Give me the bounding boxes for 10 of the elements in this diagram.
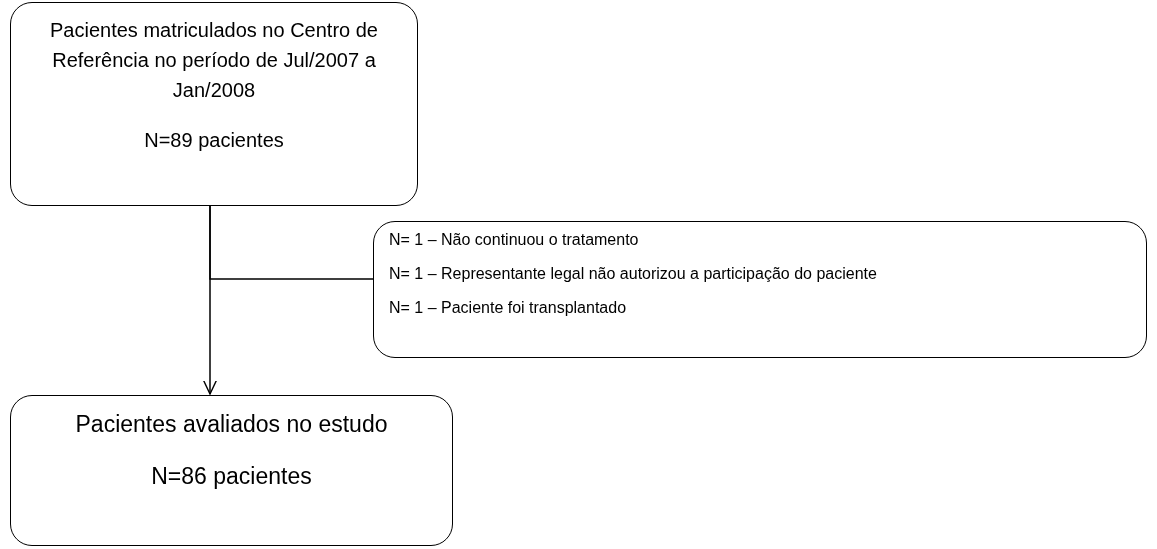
box-text: N=86 pacientes bbox=[151, 462, 312, 491]
rounded-box bbox=[10, 395, 453, 546]
rounded-box bbox=[373, 221, 1147, 358]
box-text: N= 1 – Paciente foi transplantado bbox=[389, 298, 627, 318]
box-text: N= 1 – Representante legal não autorizou a participação do paciente bbox=[389, 264, 877, 284]
box-text: Pacientes matriculados no Centro de Referência no período de Jul/2007 a Jan/2008 bbox=[49, 18, 379, 103]
box-text: Pacientes avaliados no estudo bbox=[75, 410, 388, 439]
box-text: N=89 pacientes bbox=[144, 128, 284, 153]
rounded-box bbox=[10, 2, 418, 206]
box-text: N= 1 – Não continuou o tratamento bbox=[389, 230, 639, 250]
